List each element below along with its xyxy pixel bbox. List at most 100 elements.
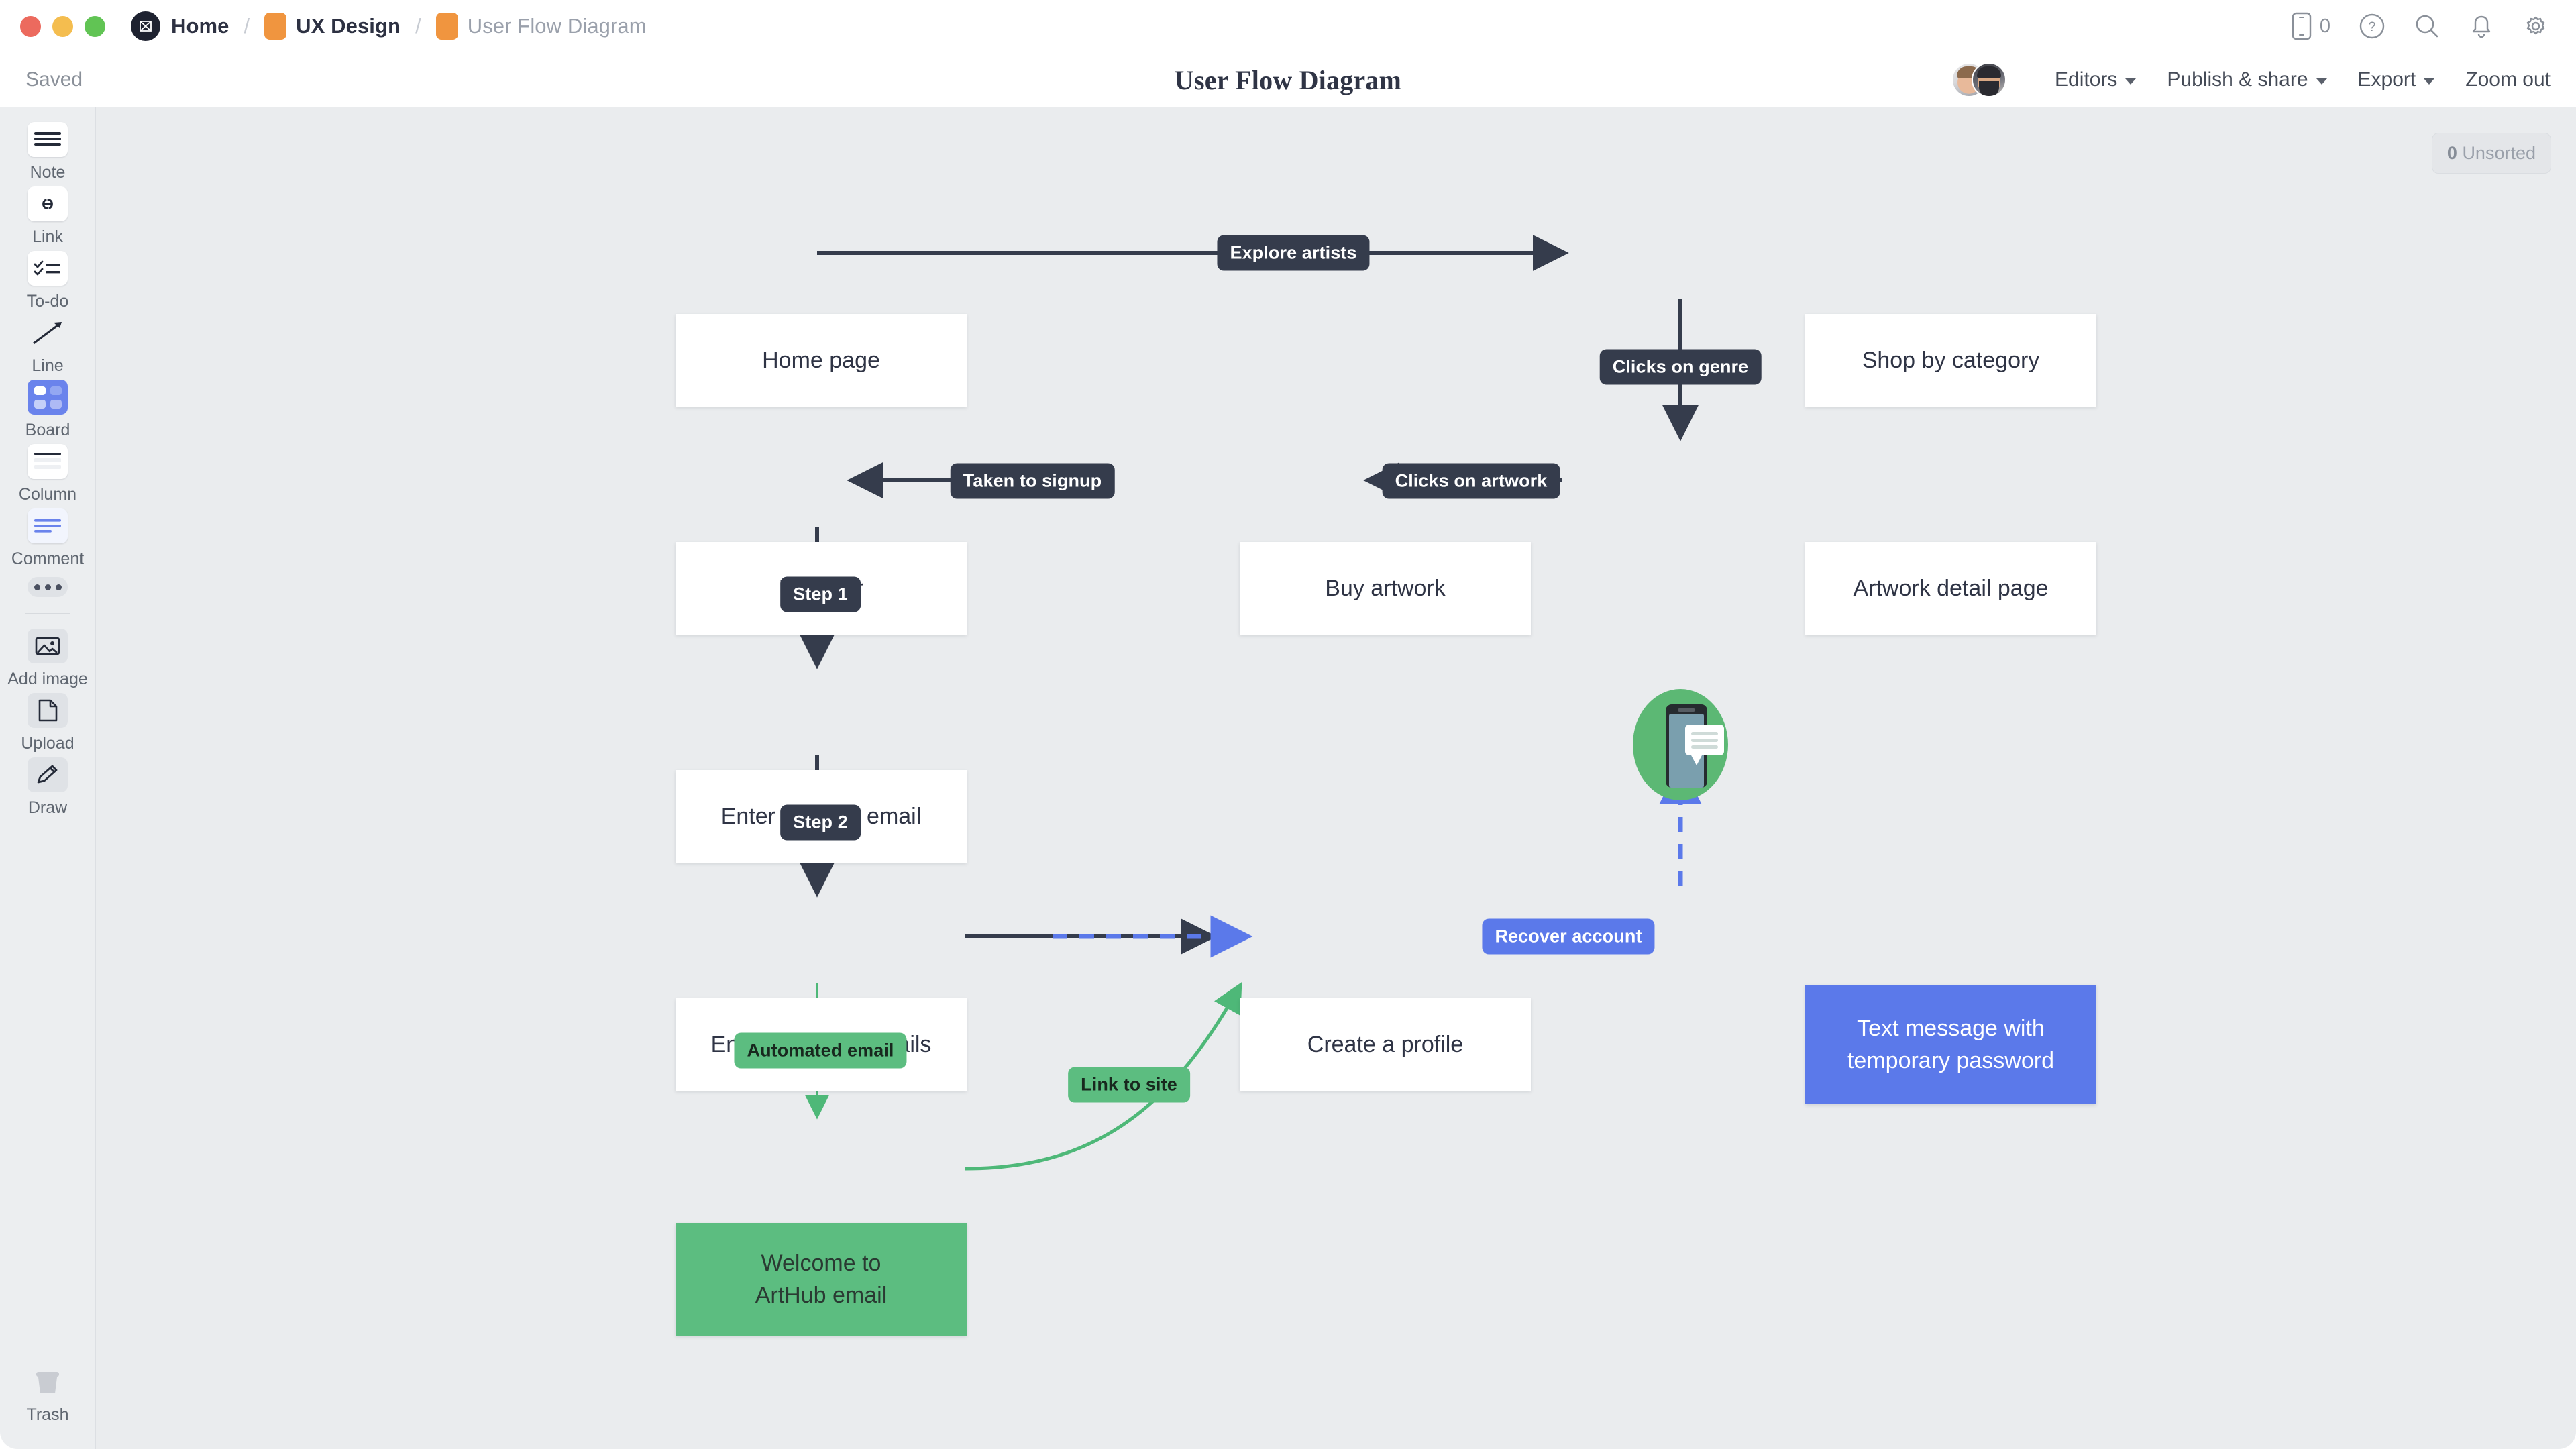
node-create-a-profile[interactable]: Create a profile (1240, 998, 1531, 1091)
node-welcome-email[interactable]: Welcome to ArtHub email (676, 1223, 967, 1336)
welcome-line-1: Welcome to (761, 1250, 881, 1276)
edge-label-link-to-site[interactable]: Link to site (1068, 1067, 1190, 1103)
sidebar-label-line: Line (32, 356, 64, 375)
diagram-edges (799, 235, 1702, 1171)
note-icon (28, 122, 68, 157)
sms-line-1: Text message with (1857, 1015, 2045, 1041)
sidebar-label-board: Board (25, 421, 70, 439)
sidebar-item-link[interactable]: Link (28, 186, 68, 247)
line-icon (28, 315, 68, 350)
minimize-button[interactable] (52, 15, 73, 37)
ellipsis-icon (28, 577, 68, 597)
comment-icon (28, 508, 68, 543)
breadcrumb-separator-2: / (415, 14, 421, 38)
help-icon[interactable]: ? (2359, 13, 2385, 40)
close-button[interactable] (20, 15, 41, 37)
image-icon (28, 629, 68, 663)
edge-label-automated-email[interactable]: Automated email (734, 1032, 907, 1069)
sidebar-label-link: Link (32, 227, 63, 246)
sidebar-item-upload[interactable]: Upload (21, 693, 74, 753)
chevron-down-icon (2316, 78, 2327, 85)
sidebar-label-upload: Upload (21, 734, 74, 753)
maximize-button[interactable] (85, 15, 105, 37)
window-controls[interactable] (20, 15, 105, 37)
sms-line-2: temporary password (1847, 1048, 2054, 1073)
sidebar-item-todo[interactable]: To-do (26, 251, 69, 311)
edge-label-step-2[interactable]: Step 2 (780, 804, 861, 841)
mobile-count: 0 (2319, 15, 2330, 37)
sidebar-item-trash[interactable]: Trash (26, 1364, 69, 1425)
message-bubble-tail (1690, 754, 1703, 765)
board-color-chip (435, 13, 458, 40)
publish-label: Publish & share (2167, 68, 2308, 91)
document-toolbar: Saved User Flow Diagram Editors Publish … (0, 52, 2576, 107)
sidebar-label-draw: Draw (28, 798, 68, 817)
unsorted-label: Unsorted (2462, 143, 2536, 163)
edge-label-clicks-on-artwork[interactable]: Clicks on artwork (1382, 463, 1560, 499)
unsorted-badge[interactable]: 0 Unsorted (2431, 133, 2551, 174)
sidebar-label-comment: Comment (11, 549, 85, 568)
editors-label: Editors (2055, 68, 2118, 91)
trash-icon (28, 1364, 68, 1399)
node-artwork-detail-page[interactable]: Artwork detail page (1805, 542, 2096, 635)
search-icon[interactable] (2414, 13, 2440, 40)
link-icon (28, 186, 68, 221)
sidebar-label-trash: Trash (26, 1405, 69, 1424)
edge-label-explore-artists[interactable]: Explore artists (1217, 235, 1370, 271)
node-home-page[interactable]: Home page (676, 314, 967, 407)
node-buy-artwork[interactable]: Buy artwork (1240, 542, 1531, 635)
breadcrumb-project[interactable]: UX Design (296, 14, 401, 38)
draw-icon (28, 757, 68, 792)
sidebar-item-draw[interactable]: Draw (28, 757, 68, 818)
edge-label-step-1[interactable]: Step 1 (780, 576, 861, 612)
sidebar-more-button[interactable] (28, 577, 68, 597)
edge-label-clicks-on-genre[interactable]: Clicks on genre (1599, 349, 1762, 385)
svg-text:?: ? (2369, 20, 2376, 34)
project-color-chip (264, 13, 287, 40)
sidebar-label-note: Note (30, 163, 66, 182)
sidebar-item-column[interactable]: Column (19, 444, 76, 504)
zoom-out-button[interactable]: Zoom out (2465, 68, 2551, 91)
breadcrumb: Home / UX Design / User Flow Diagram (131, 11, 647, 41)
sidebar-label-todo: To-do (26, 292, 69, 311)
gear-icon[interactable] (2522, 13, 2549, 40)
chevron-down-icon (2424, 78, 2435, 85)
edge-label-recover-account[interactable]: Recover account (1482, 918, 1655, 955)
diagram-canvas[interactable]: 0 Unsorted (96, 107, 2576, 1449)
board-icon (28, 380, 68, 415)
phone-speaker (1678, 708, 1695, 712)
export-label: Export (2357, 68, 2416, 91)
editors-button[interactable]: Editors (2055, 68, 2137, 91)
bell-icon[interactable] (2469, 13, 2494, 40)
breadcrumb-home[interactable]: Home (171, 14, 229, 38)
sidebar-label-add-image: Add image (7, 669, 88, 688)
editor-avatars[interactable] (1951, 62, 2009, 97)
node-text-message[interactable]: Text message with temporary password (1805, 985, 2096, 1104)
saved-status: Saved (25, 68, 83, 91)
sidebar-item-note[interactable]: Note (28, 122, 68, 182)
sidebar-item-add-image[interactable]: Add image (7, 629, 88, 689)
unsorted-count: 0 (2447, 143, 2457, 163)
titlebar-actions: 0 ? (2292, 12, 2549, 40)
sidebar-item-comment[interactable]: Comment (11, 508, 84, 569)
publish-share-button[interactable]: Publish & share (2167, 68, 2327, 91)
tools-sidebar: Note Link To-do Line Board Column (0, 107, 96, 1449)
message-bubble-icon (1685, 724, 1724, 755)
sidebar-item-line[interactable]: Line (28, 315, 68, 376)
node-shop-by-category[interactable]: Shop by category (1805, 314, 2096, 407)
chevron-down-icon (2125, 78, 2137, 85)
edge-label-taken-to-signup[interactable]: Taken to signup (950, 463, 1115, 499)
upload-icon (27, 693, 68, 728)
app-logo-icon[interactable] (131, 11, 160, 41)
sidebar-item-board[interactable]: Board (25, 380, 70, 440)
avatar (1972, 62, 2007, 97)
sidebar-label-column: Column (18, 485, 77, 504)
export-button[interactable]: Export (2358, 68, 2435, 91)
mobile-icon[interactable]: 0 (2292, 12, 2330, 40)
column-icon (28, 444, 68, 479)
welcome-line-2: ArtHub email (755, 1283, 888, 1308)
phone-message-illustration[interactable] (1633, 689, 1728, 800)
sidebar-divider (25, 613, 70, 614)
todo-icon (27, 251, 68, 286)
window-titlebar: Home / UX Design / User Flow Diagram 0 ? (0, 0, 2576, 52)
